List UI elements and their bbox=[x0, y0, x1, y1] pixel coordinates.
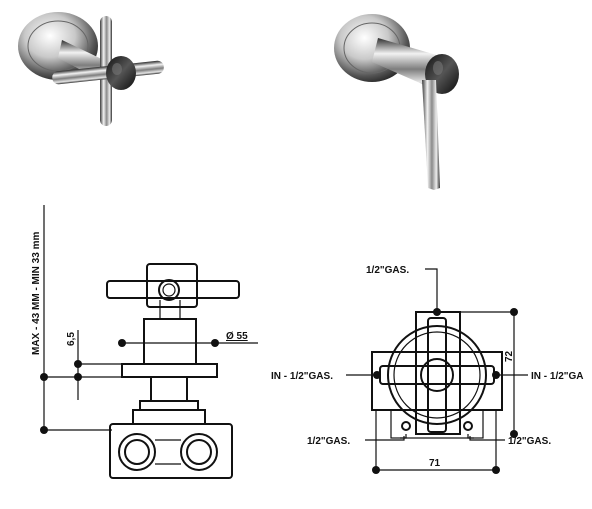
gas-top-label: 1/2"GAS. bbox=[366, 265, 409, 276]
gas-bottom-left-label: 1/2"GAS. bbox=[307, 436, 350, 447]
front-view-drawing: 1/2"GAS. 72 IN - 1/2"GAS. IN - 1/2"GA bbox=[271, 265, 584, 474]
in-left-label: IN - 1/2"GAS. bbox=[271, 371, 333, 382]
product-photo-lever-handle bbox=[334, 14, 459, 190]
dim-71-label: 71 bbox=[429, 458, 441, 469]
side-view-drawing: MAX - 43 MM - MIN 33 mm 6,5 Ø 55 bbox=[31, 205, 258, 479]
product-photo-cross-handle bbox=[18, 12, 164, 126]
diameter-label: Ø 55 bbox=[226, 331, 248, 342]
dim-6-5-label: 6,5 bbox=[66, 332, 77, 346]
max-min-label: MAX - 43 MM - MIN 33 mm bbox=[31, 232, 42, 355]
in-right-label: IN - 1/2"GA bbox=[531, 371, 584, 382]
dim-72-label: 72 bbox=[504, 350, 515, 362]
gas-bottom-right-label: 1/2"GAS. bbox=[508, 436, 551, 447]
